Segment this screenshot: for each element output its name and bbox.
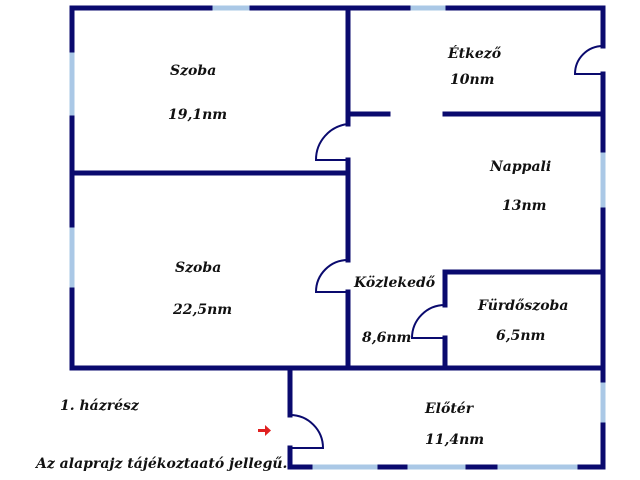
room-name-szoba-1: Szoba [170,63,216,79]
room-area-etkezo: 10nm [450,72,494,88]
door-szoba-bottom [314,259,349,293]
door-etkezo [573,45,604,75]
room-area-eloter: 11,4nm [425,432,484,448]
room-name-etkezo: Étkező [447,44,502,62]
room-area-szoba-1: 19,1nm [168,107,227,123]
door-szoba-top [314,123,349,161]
room-name-nappali: Nappali [489,159,551,175]
house-part-label: 1. házrész [60,398,140,414]
walls [69,5,606,470]
door-furdoszoba [410,304,446,339]
entrance-arrow-icon [258,425,271,436]
windows [69,5,606,470]
room-area-furdoszoba: 6,5nm [496,328,545,344]
room-area-nappali: 13nm [502,198,546,214]
room-labels: Szoba 19,1nm Étkező 10nm Nappali 13nm Sz… [168,44,568,448]
room-name-szoba-2: Szoba [175,260,221,276]
disclaimer-text: Az alaprajz tájékoztaató jellegű. [34,456,287,472]
room-name-eloter: Előtér [424,401,475,417]
room-name-kozlekedo: Közlekedő [353,275,436,291]
room-area-kozlekedo: 8,6nm [362,330,411,346]
doors [289,45,604,449]
room-name-furdoszoba: Fürdőszoba [477,298,568,314]
room-area-szoba-2: 22,5nm [172,302,232,318]
door-entrance [289,414,325,449]
